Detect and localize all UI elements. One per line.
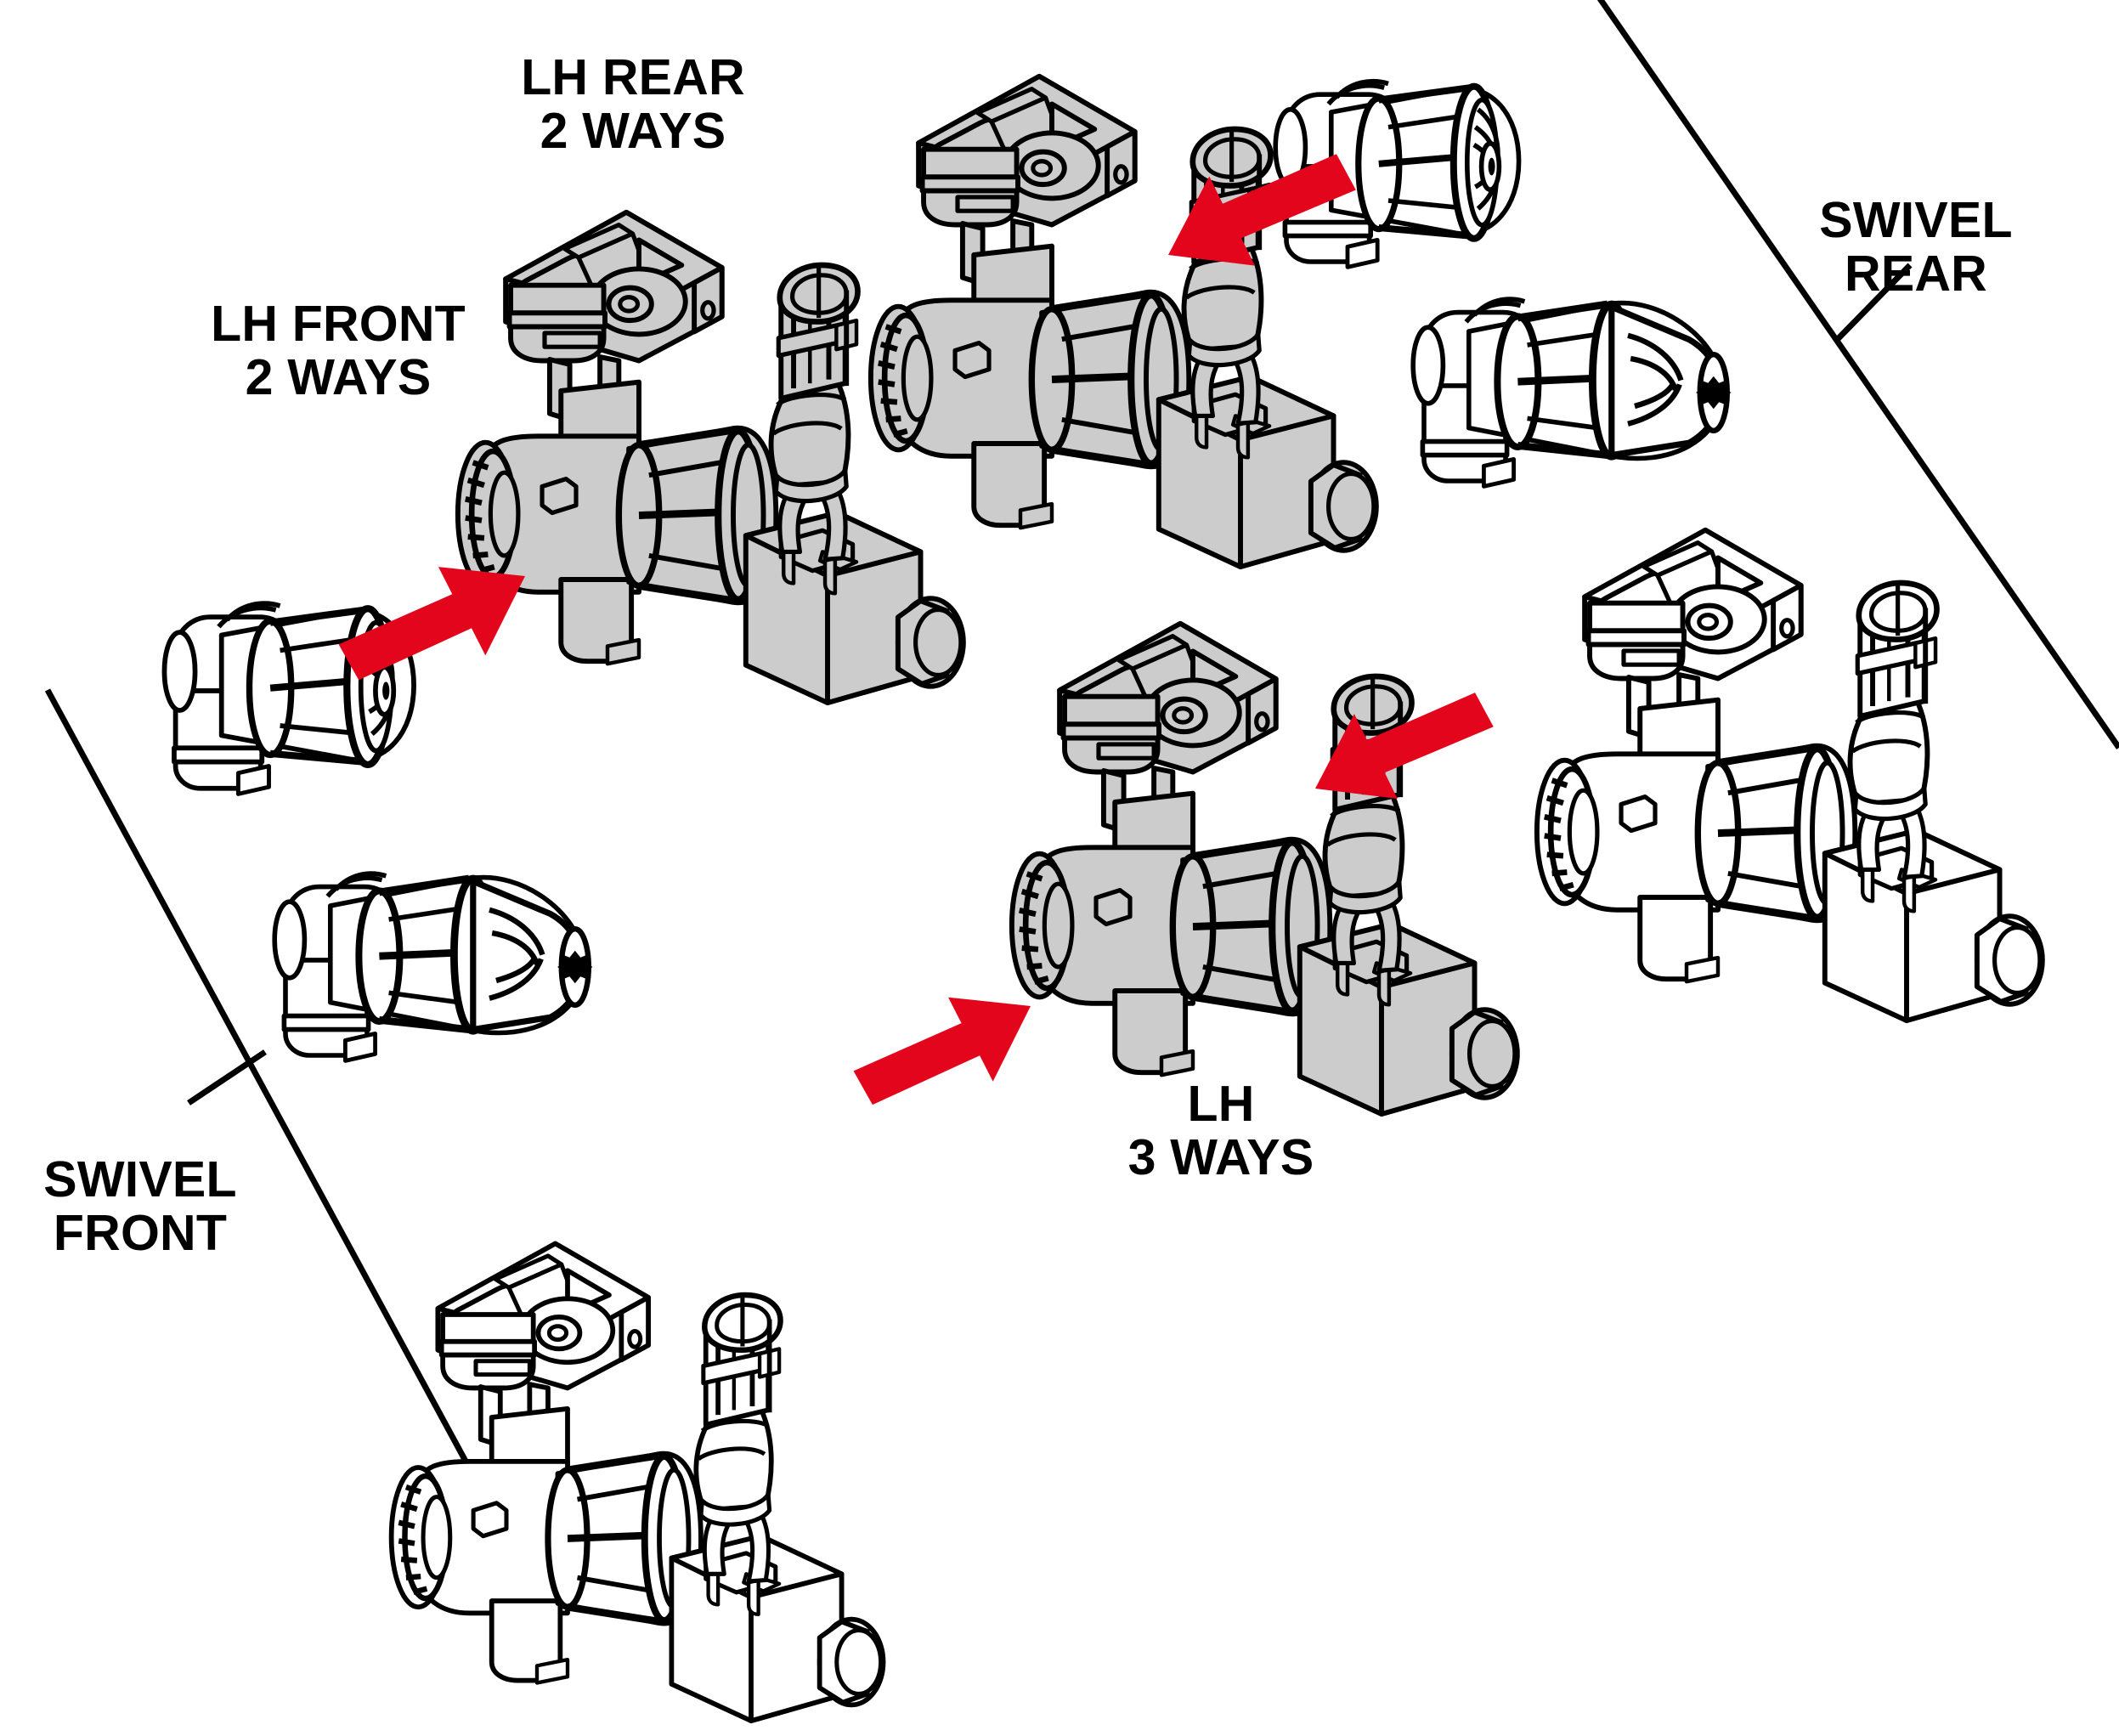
assembly-swivel-front-nozzle: [274, 874, 592, 1060]
assembly-lh-3-ways: [1012, 624, 1517, 1114]
assembly-lh-front-2-ways: [458, 212, 963, 703]
swivel-rear-leader-line: [1833, 263, 1913, 344]
swivel-front-leader-line: [187, 1049, 267, 1105]
divider-swivel-front: [44, 688, 527, 1569]
assembly-swivel-rear-valve: [1537, 530, 2043, 1021]
arrow-lh-3ways-body: [843, 965, 1054, 1136]
callout-swivel-front: SWIVEL FRONT: [43, 1151, 237, 1262]
callout-swivel-rear: SWIVEL REAR: [1819, 192, 2013, 303]
callout-lh-rear-2-ways: LH REAR 2 WAYS: [521, 49, 745, 160]
assembly-swivel-front-valve: [392, 1244, 884, 1722]
callout-lh-3-ways: LH 3 WAYS: [1127, 1076, 1314, 1186]
assembly-swivel-rear-nozzle: [1413, 299, 1731, 486]
callout-lh-front-2-ways: LH FRONT 2 WAYS: [211, 296, 466, 406]
divider-swivel-rear: [1596, 0, 2119, 749]
